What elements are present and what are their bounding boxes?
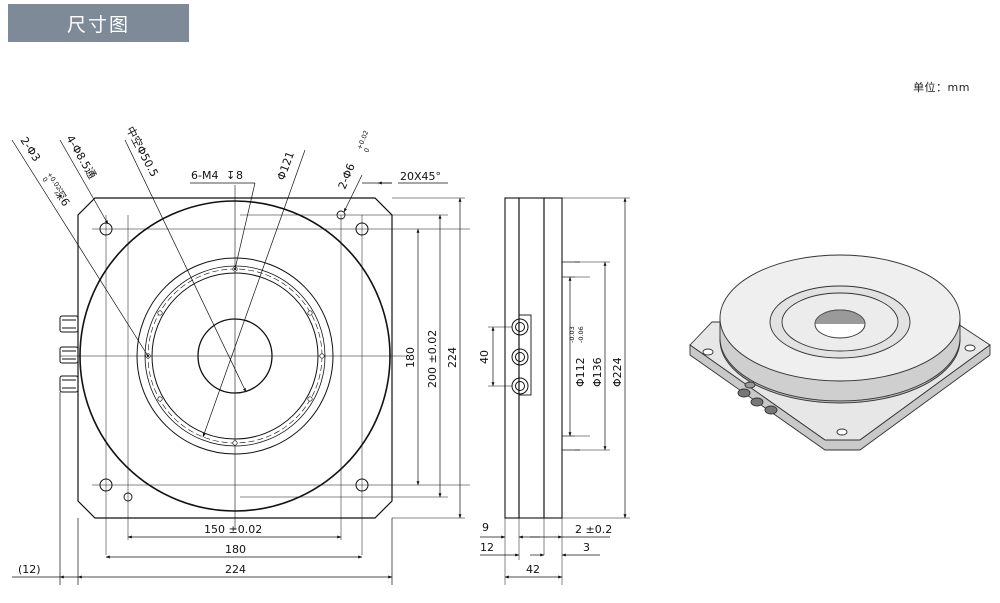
vertical-dimensions — [416, 197, 462, 519]
front-view — [11, 139, 470, 585]
dim-9: 9 — [482, 521, 489, 534]
dim-200-vertical: 200 ±0.02 — [426, 330, 439, 388]
cable-connectors — [59, 315, 79, 393]
dim-12-offset: (12) — [18, 563, 41, 576]
rotary-table-ring-inner — [151, 272, 319, 440]
iso-connectors — [737, 381, 778, 415]
callout-2-d3-hole: 2-Φ3 — [17, 135, 42, 164]
front-view-labels: 2-Φ3 +0.02 0 深6 4-Φ8.5通 中空Φ50.5 6-M4 ↧ 8… — [17, 124, 459, 576]
side-rotor-body — [518, 197, 545, 519]
dim-180-horizontal: 180 — [225, 543, 246, 556]
dim-180-vertical: 180 — [404, 347, 417, 368]
leader-lines — [11, 139, 448, 438]
dim-12-side: 12 — [480, 541, 494, 554]
dim-42: 42 — [526, 563, 540, 576]
dim-3: 3 — [583, 541, 590, 554]
dim-d112: Φ112 — [574, 357, 587, 387]
callout-chamfer: 20X45° — [400, 170, 441, 183]
callout-6-m4-depth-symbol: ↧ — [226, 169, 235, 182]
dim-d136: Φ136 — [591, 357, 604, 387]
section-title: 尺寸图 — [66, 13, 130, 36]
dim-2: 2 ±0.2 — [575, 523, 612, 536]
isometric-view — [689, 254, 991, 451]
side-view — [480, 197, 630, 585]
rotary-table-ring-outer — [136, 257, 334, 455]
mounting-holes — [99, 222, 369, 492]
callout-6-m4: 6-M4 — [191, 169, 218, 182]
dim-d112-tol-lower: -0.06 — [577, 326, 585, 343]
center-hollow-bore — [197, 318, 273, 394]
callout-2-d3-depth: 深6 — [51, 187, 72, 209]
callout-pcd-121: Φ121 — [275, 150, 297, 182]
callout-2-d6-tol-lower: 0 — [362, 147, 371, 154]
unit-label: 单位：mm — [913, 81, 970, 94]
side-connectors — [511, 314, 532, 396]
horizontal-dimensions — [12, 392, 393, 585]
dim-224-vertical: 224 — [446, 347, 459, 368]
rotary-table-ring-mid — [144, 265, 326, 447]
callout-2-d6-hole: 2-Φ6 — [336, 162, 358, 192]
section-title-tab: 尺寸图 — [8, 4, 189, 42]
callout-center-hollow: 中空Φ50.5 — [123, 124, 161, 179]
iso-mount-holes — [702, 344, 976, 436]
side-rotor-face — [543, 197, 563, 519]
dim-150: 150 ±0.02 — [204, 523, 262, 536]
callout-2-d3-tol-lower: 0 — [40, 176, 49, 184]
dim-d224: Φ224 — [611, 357, 624, 387]
side-view-labels: 40 Φ112 -0.03 -0.06 Φ136 Φ224 9 12 42 2 … — [478, 326, 624, 576]
dim-224-horizontal: 224 — [225, 563, 246, 576]
pin-holes — [123, 210, 346, 502]
callout-4-d8-5-through: 4-Φ8.5通 — [63, 133, 98, 181]
dim-d112-tol-upper: -0.03 — [568, 326, 576, 343]
callout-6-m4-depth: 8 — [236, 169, 243, 182]
dim-40: 40 — [478, 350, 491, 364]
iso-base-plate-side — [689, 344, 991, 451]
rotary-disc-outer — [79, 200, 391, 512]
